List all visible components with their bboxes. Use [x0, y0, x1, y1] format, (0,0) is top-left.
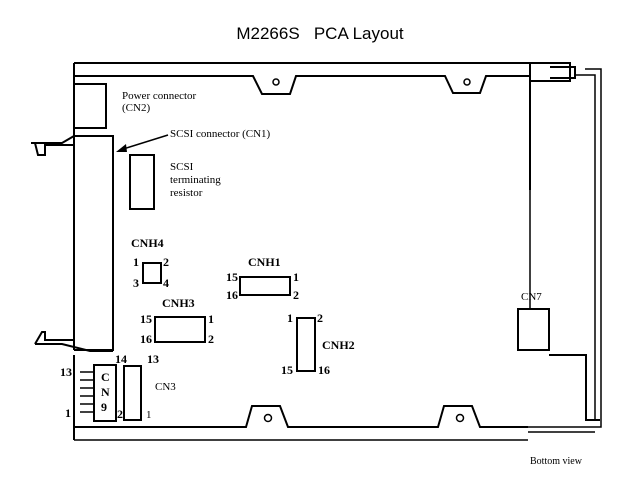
cnh2-pin: 16 — [318, 363, 330, 377]
cnh3-pin: 15 — [140, 312, 152, 326]
terminating-label-2: terminating — [170, 174, 221, 186]
scsi-terminating-resistor — [129, 154, 155, 210]
cnh2-pin: 1 — [287, 311, 293, 325]
cnh1-pin: 15 — [226, 270, 238, 284]
cnh1-label: CNH1 — [248, 255, 281, 269]
cn7-label: CN7 — [521, 291, 542, 303]
cn3-pin: 2 — [117, 407, 123, 421]
cn9-letter: 9 — [101, 400, 107, 414]
cnh2-pin: 15 — [281, 363, 293, 377]
cnh4-pin: 3 — [133, 276, 139, 290]
cnh3-pin: 2 — [208, 332, 214, 346]
cnh2-pin: 2 — [317, 311, 323, 325]
cnh1-pin: 2 — [293, 288, 299, 302]
scsi-arrow — [116, 134, 169, 152]
cn9-pin: 1 — [65, 406, 71, 420]
power-connector-label: Power connector — [122, 90, 197, 102]
cnh4-pin: 1 — [133, 255, 139, 269]
cnh4-pin: 2 — [163, 255, 169, 269]
cn3-pin: 14 — [115, 352, 127, 366]
bottom-view-caption: Bottom view — [530, 456, 583, 467]
cn3-label: CN3 — [155, 381, 176, 393]
cnh2-header — [296, 317, 316, 372]
power-connector-cn2 — [73, 83, 107, 129]
cn9-connector — [80, 364, 117, 422]
cn3-header — [123, 365, 142, 421]
cn9-letter: N — [101, 385, 110, 399]
cnh3-label: CNH3 — [162, 296, 195, 310]
cn7-connector — [517, 308, 550, 351]
cnh3-pin: 16 — [140, 332, 152, 346]
cnh4-label: CNH4 — [131, 236, 164, 250]
cn9-pin: 13 — [60, 365, 72, 379]
cnh4-pin: 4 — [163, 276, 169, 290]
scsi-connector-cn1 — [31, 135, 114, 352]
scsi-connector-label: SCSI connector (CN1) — [170, 128, 271, 140]
diagram-title: M2266S PCA Layout — [236, 24, 404, 43]
cnh2-label: CNH2 — [322, 338, 355, 352]
cn9-letter: C — [101, 370, 110, 384]
cn3-pin: 13 — [147, 352, 159, 366]
cnh1-pin: 1 — [293, 270, 299, 284]
terminating-label-1: SCSI — [170, 161, 194, 173]
board-outline — [73, 62, 602, 441]
cnh1-pin: 16 — [226, 288, 238, 302]
cnh4-header — [142, 262, 162, 284]
cnh3-pin: 1 — [208, 312, 214, 326]
cn3-pin: 1 — [146, 409, 152, 421]
power-connector-id: (CN2) — [122, 102, 150, 114]
cnh1-header — [239, 276, 291, 296]
cnh3-header — [154, 316, 206, 343]
terminating-label-3: resistor — [170, 187, 203, 199]
